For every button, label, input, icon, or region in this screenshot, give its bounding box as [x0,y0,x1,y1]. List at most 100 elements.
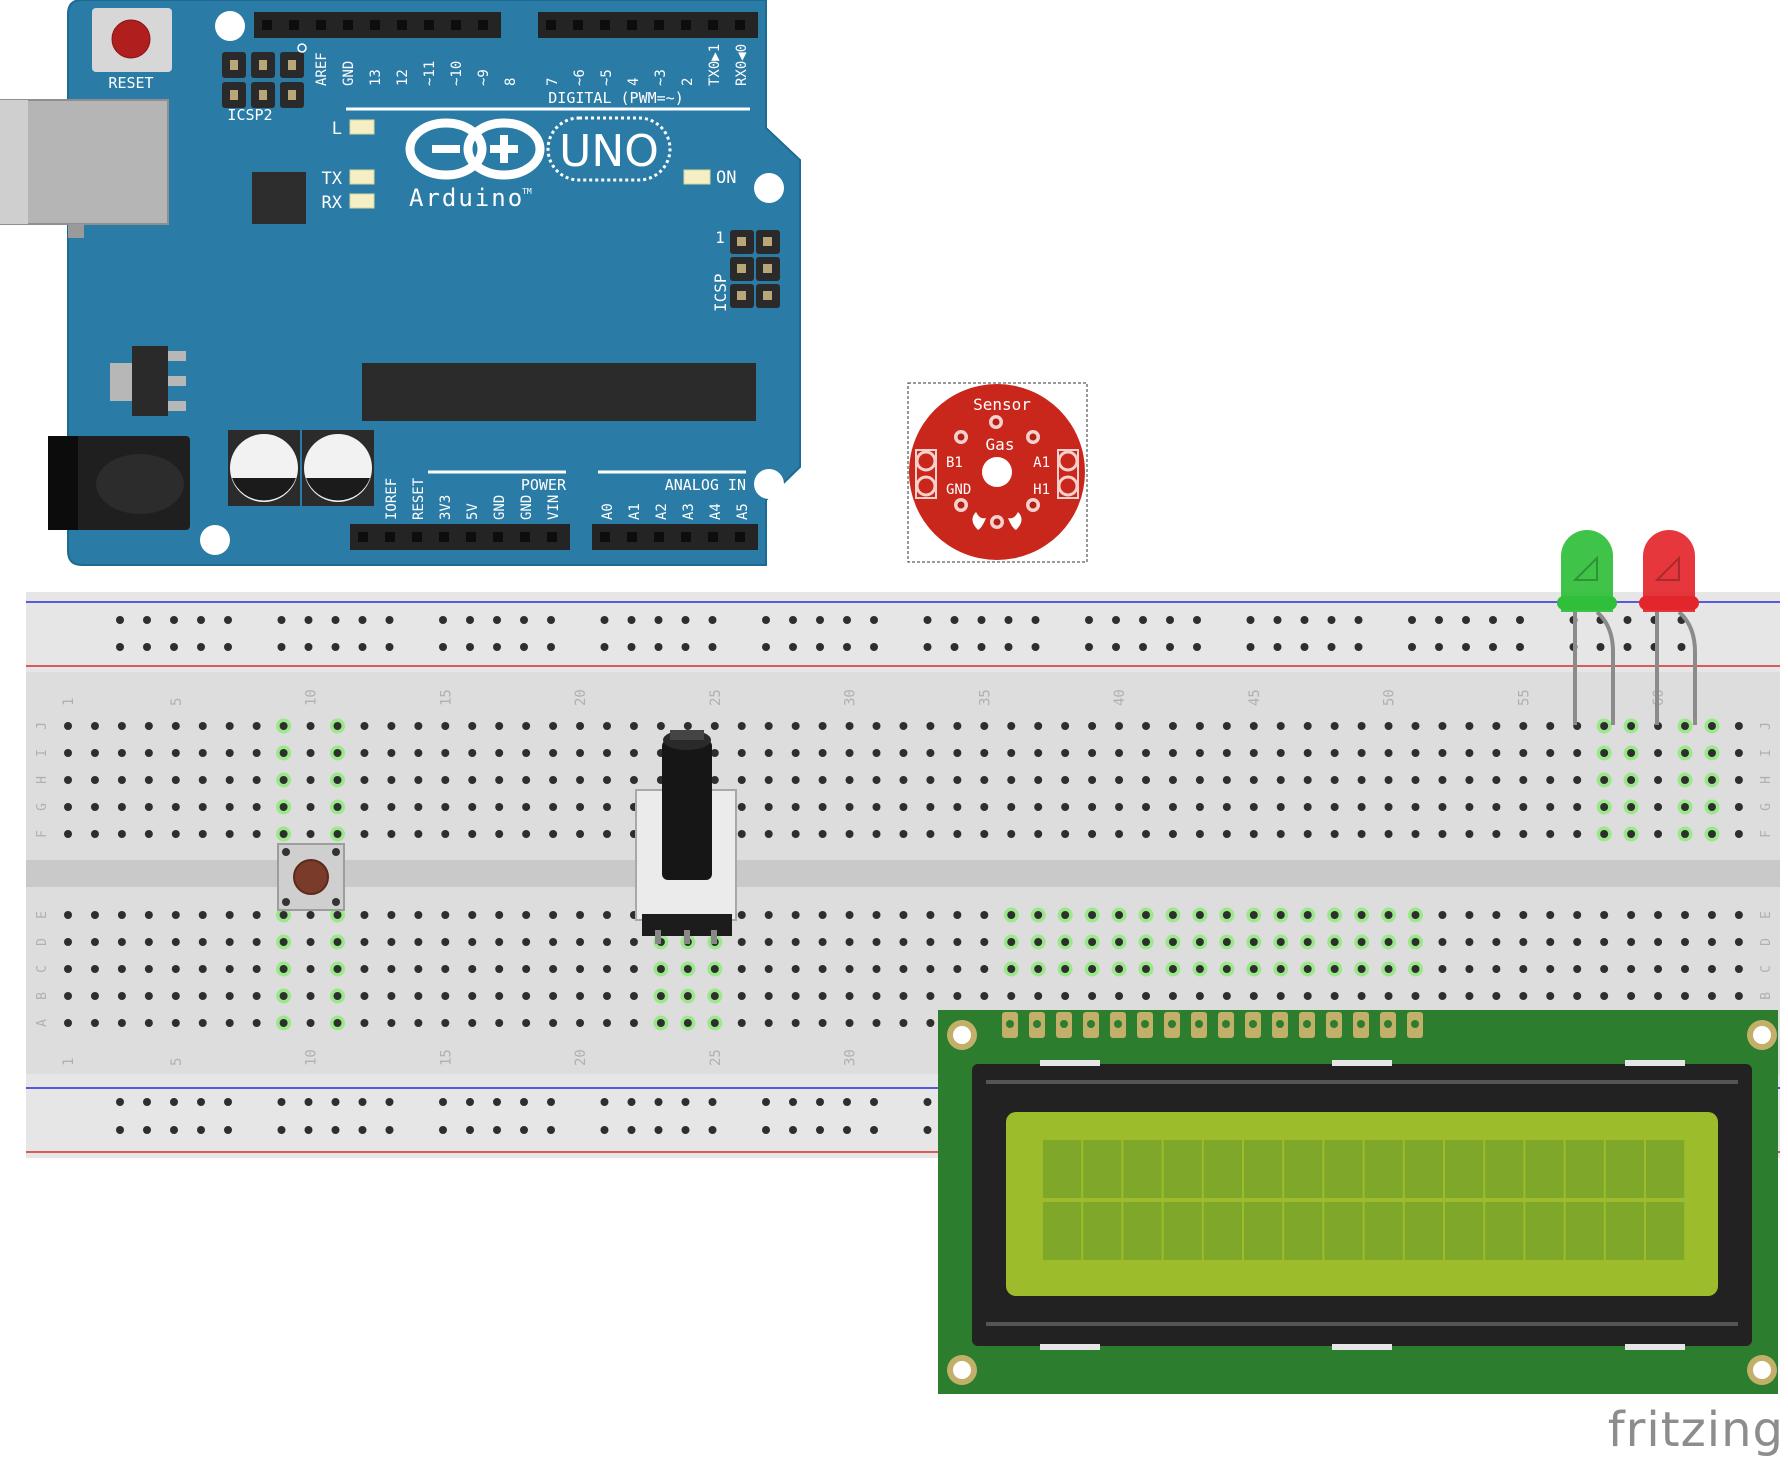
breadboard-hole [224,643,232,651]
breadboard-hole [737,830,746,838]
breadboard-hole [789,1098,797,1106]
breadboard-hole [171,749,180,757]
breadboard-hole [520,1126,528,1134]
breadboard-hole [143,616,151,624]
breadboard-hole [953,992,962,1000]
breadboard-hole [225,911,234,919]
breadboard-hole [1195,911,1204,919]
pin-label: A2 [654,503,670,520]
header-socket [451,20,461,30]
pin-label: A0 [600,503,616,520]
breadboard-hole [143,1126,151,1134]
pin-label: GND [341,61,357,86]
breadboard-hole [1142,803,1150,811]
breadboard-hole [387,803,396,811]
breadboard-hole [1195,776,1204,784]
breadboard-hole [1546,911,1555,919]
breadboard-hole [1303,965,1312,973]
breadboard-hole [953,965,962,973]
breadboard-hole [1303,992,1312,1000]
breadboard-hole [495,992,504,1000]
breadboard-hole [816,616,824,624]
breadboard-hole [306,803,315,811]
breadboard-hole [1438,803,1447,811]
breadboard-hole [980,938,989,946]
breadboard-hole [1276,722,1285,730]
breadboard-hole [522,749,531,757]
sensor-label-a1: A1 [1033,455,1050,471]
breadboard-hole [1438,992,1447,1000]
breadboard-hole [1546,830,1555,838]
header-body [592,524,758,550]
breadboard-hole [439,1126,447,1134]
breadboard-hole [1115,965,1124,973]
breadboard-hole [1034,749,1043,757]
breadboard-hole [277,643,286,651]
breadboard-hole [549,803,558,811]
breadboard-hole [926,992,935,1000]
breadboard-hole [1166,616,1174,624]
breadboard-hole [387,992,396,1000]
breadboard-hole [358,1098,367,1106]
breadboard-hole [681,643,690,651]
lcd-char-cell [1646,1140,1685,1198]
breadboard-hole [304,1126,313,1134]
breadboard-hole [522,992,531,1000]
breadboard-hole [358,1126,367,1134]
header-socket [573,20,583,30]
breadboard-hole [899,749,908,757]
breadboard-hole [576,722,585,730]
breadboard-hole [926,1019,935,1027]
breadboard-hole [333,830,342,838]
breadboard-hole [845,965,854,973]
breadboard-hole [1384,803,1393,811]
breadboard-hole [789,616,797,624]
breadboard-hole [1462,616,1470,624]
breadboard-hole [387,776,396,784]
lcd-char-cell [1525,1140,1564,1198]
status-led [349,169,375,185]
pin-label: VIN [546,495,562,520]
breadboard-hole [1249,776,1258,784]
pin-label: ~5 [599,69,615,86]
column-number: 5 [169,698,185,706]
breadboard-hole [1088,911,1097,919]
reset-button [111,19,151,59]
breadboard-hole [1061,830,1070,838]
breadboard-hole [333,992,342,1000]
breadboard-hole [1600,803,1609,811]
breadboard-hole [441,803,450,811]
led-leg [1677,610,1697,725]
breadboard-hole [654,1126,663,1134]
breadboard-hole [681,1098,690,1106]
breadboard-hole [279,830,288,838]
breadboard-hole [764,965,773,973]
lcd-mount-hole [953,1361,971,1379]
column-number: 30 [843,689,859,706]
breadboard-hole [441,938,450,946]
breadboard-hole [549,722,558,730]
column-number: 45 [1247,689,1263,706]
breadboard-hole [116,643,124,651]
row-letter: I [35,749,50,757]
breadboard-hole [656,1019,665,1027]
icsp-pin-gold [763,264,772,273]
breadboard-hole [331,616,340,624]
breadboard-hole [1438,911,1447,919]
pin-label: A3 [681,503,697,520]
breadboard-hole [764,1019,773,1027]
lcd-pin-hole [1195,1020,1203,1028]
breadboard-hole [1195,992,1204,1000]
lcd-char-cell [1445,1202,1484,1260]
breadboard-hole [117,749,126,757]
breadboard-hole [385,1098,394,1106]
breadboard-hole [708,643,717,651]
breadboard-hole [950,643,959,651]
breadboard-hole [331,1098,340,1106]
breadboard-hole [762,1098,770,1106]
led-anvil [1654,555,1680,581]
breadboard-hole [1435,643,1443,651]
breadboard-hole [90,938,99,946]
